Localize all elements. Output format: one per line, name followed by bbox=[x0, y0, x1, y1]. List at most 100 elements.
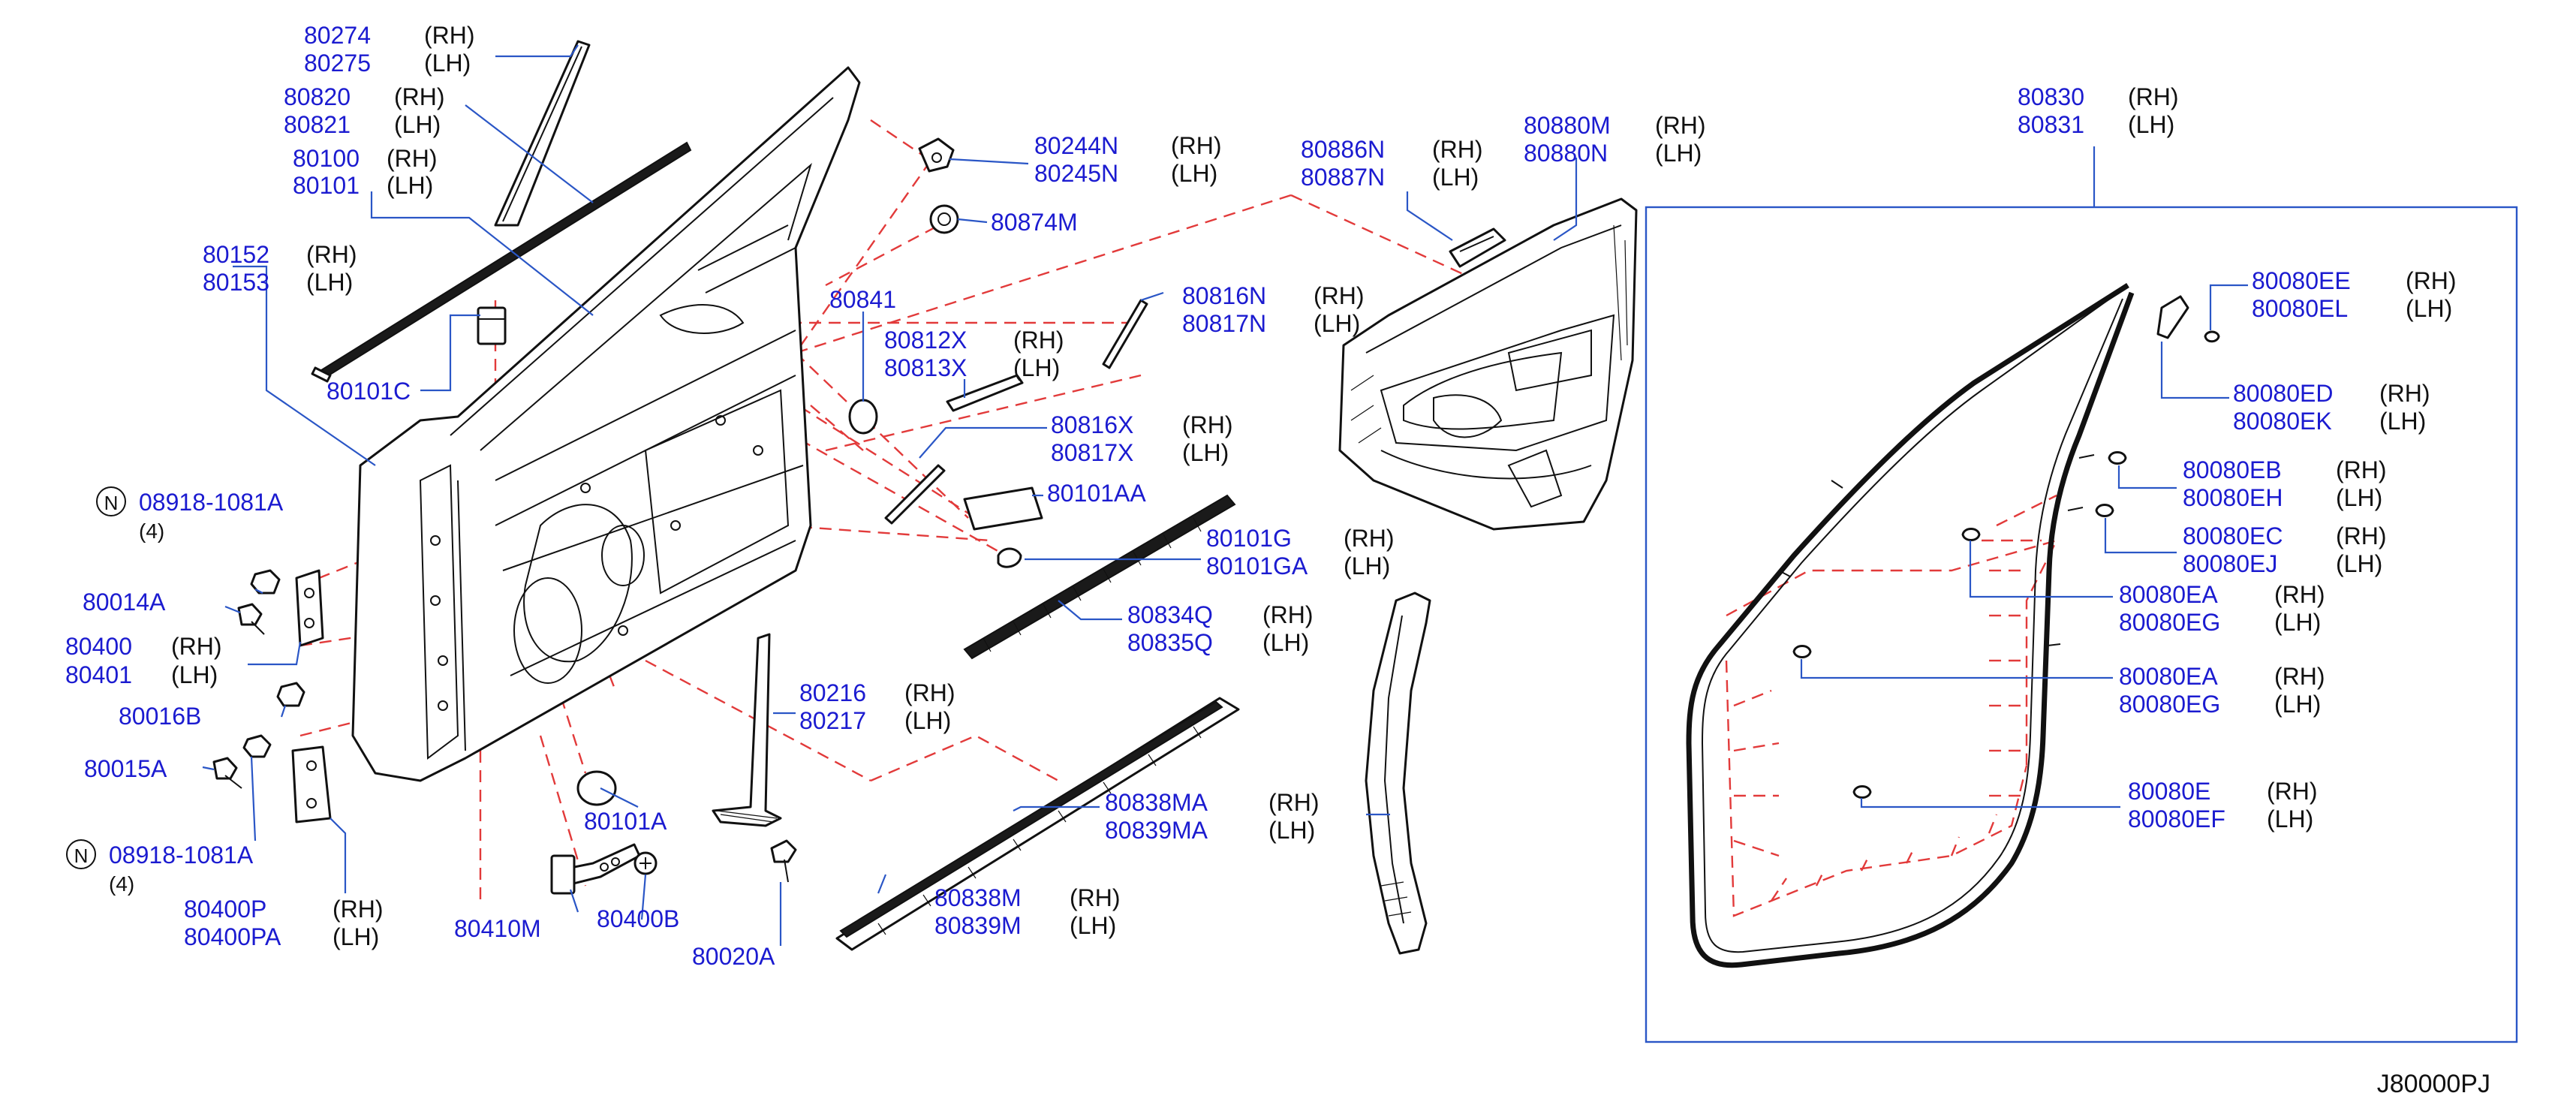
small-parts bbox=[212, 40, 1240, 951]
callout-80880N-pn: 80880N bbox=[1524, 140, 1608, 167]
callout-80400B-pn: 80400B bbox=[597, 905, 679, 932]
nut-badge-bottom-letter: N bbox=[74, 845, 89, 867]
callout-80101AA-pn: 80101AA bbox=[1047, 480, 1146, 507]
callout-80841-pn: 80841 bbox=[829, 286, 896, 313]
callout-80080EJ-side: (LH) bbox=[2336, 550, 2382, 577]
callout-80014A-pn: 80014A bbox=[83, 589, 166, 616]
callout-80080EE-pn: 80080EE bbox=[2252, 267, 2351, 294]
callout-80015A-pn: 80015A bbox=[84, 755, 167, 782]
callout-80080EB-pn: 80080EB bbox=[2183, 456, 2282, 483]
callout-80080E-side: (RH) bbox=[2267, 778, 2318, 805]
callout-08918-top-qty: (4) bbox=[139, 519, 164, 543]
callout-80274-pn: 80274 bbox=[304, 22, 371, 49]
callout-80834Q-side: (RH) bbox=[1262, 601, 1314, 628]
door-shell bbox=[351, 66, 861, 782]
diagram-code: J80000PJ bbox=[2377, 1070, 2490, 1098]
callout-80410M-pn: 80410M bbox=[454, 915, 541, 942]
callout-80886N-side: (RH) bbox=[1432, 136, 1483, 163]
callout-80153-pn: 80153 bbox=[203, 269, 269, 296]
callout-80080EE-side: (RH) bbox=[2406, 267, 2457, 294]
callout-80080EF-pn: 80080EF bbox=[2128, 805, 2225, 832]
door-trim-panel bbox=[1338, 197, 1638, 531]
callout-80838MA-side: (RH) bbox=[1268, 789, 1320, 816]
callout-80831-pn: 80831 bbox=[2018, 111, 2084, 138]
callout-08918-bottom-pn: 08918-1081A bbox=[109, 842, 254, 869]
callout-80401-pn: 80401 bbox=[65, 661, 132, 688]
callout-80839MA-side: (LH) bbox=[1268, 817, 1315, 844]
nut-badge-top-letter: N bbox=[104, 492, 119, 514]
callout-80813X-side: (LH) bbox=[1013, 354, 1060, 381]
nut-badge-bottom-icon bbox=[66, 839, 96, 869]
callout-80100-side: (RH) bbox=[387, 145, 438, 172]
callout-80080EA-1-pn: 80080EA bbox=[2119, 581, 2218, 608]
callout-80816N-pn: 80816N bbox=[1182, 282, 1266, 309]
callout-80880M-pn: 80880M bbox=[1524, 112, 1611, 139]
callout-80080EB-side: (RH) bbox=[2336, 456, 2387, 483]
callout-80816X-pn: 80816X bbox=[1051, 411, 1133, 438]
callout-80217-pn: 80217 bbox=[799, 707, 866, 734]
callout-80080EC-pn: 80080EC bbox=[2183, 522, 2283, 549]
callout-80839M-pn: 80839M bbox=[934, 912, 1022, 939]
callout-80080EF-side: (LH) bbox=[2267, 805, 2313, 832]
callout-80080EC-side: (RH) bbox=[2336, 522, 2387, 549]
callout-80274-side: (RH) bbox=[424, 22, 475, 49]
callout-80886N-pn: 80886N bbox=[1301, 136, 1385, 163]
weatherstrip-box bbox=[1645, 206, 2518, 1043]
callout-80080EH-side: (LH) bbox=[2336, 484, 2382, 511]
callout-80275-side: (LH) bbox=[424, 50, 471, 77]
callout-80834Q-pn: 80834Q bbox=[1127, 601, 1213, 628]
callout-80080EA-1-side: (RH) bbox=[2274, 581, 2325, 608]
callout-80080EK-side: (LH) bbox=[2379, 408, 2426, 435]
callout-80080EA-2-side: (RH) bbox=[2274, 663, 2325, 690]
callout-80216-pn: 80216 bbox=[799, 679, 866, 706]
callout-80812X-side: (RH) bbox=[1013, 327, 1064, 354]
callout-80152-pn: 80152 bbox=[203, 241, 269, 268]
callout-80838M-pn: 80838M bbox=[934, 884, 1022, 911]
callout-80887N-pn: 80887N bbox=[1301, 164, 1385, 191]
callout-80101-side: (LH) bbox=[387, 172, 433, 199]
callout-80216-side: (RH) bbox=[904, 679, 955, 706]
callout-80101A-pn: 80101A bbox=[584, 808, 667, 835]
callout-80820-side: (RH) bbox=[394, 83, 445, 110]
callout-80080EL-side: (LH) bbox=[2406, 295, 2452, 322]
callout-80816X-side: (RH) bbox=[1182, 411, 1233, 438]
callout-80080ED-pn: 80080ED bbox=[2233, 380, 2333, 407]
callout-80820-pn: 80820 bbox=[284, 83, 351, 110]
callout-80153-side: (LH) bbox=[306, 269, 353, 296]
callout-80101G-pn: 80101G bbox=[1206, 525, 1292, 552]
callout-80080EJ-pn: 80080EJ bbox=[2183, 550, 2277, 577]
callout-80080EA-2-pn: 80080EA bbox=[2119, 663, 2218, 690]
callout-80101-pn: 80101 bbox=[293, 172, 360, 199]
callout-80152-side: (RH) bbox=[306, 241, 357, 268]
callout-80821-side: (LH) bbox=[394, 111, 441, 138]
callout-80839M-side: (LH) bbox=[1070, 912, 1116, 939]
callout-80080EK-pn: 80080EK bbox=[2233, 408, 2332, 435]
callout-80880M-side: (RH) bbox=[1655, 112, 1706, 139]
callout-80080ED-side: (RH) bbox=[2379, 380, 2430, 407]
callout-80838M-side: (RH) bbox=[1070, 884, 1121, 911]
callout-08918-top-pn: 08918-1081A bbox=[139, 489, 284, 516]
callout-80244N-pn: 80244N bbox=[1034, 132, 1118, 159]
callout-80080EH-pn: 80080EH bbox=[2183, 484, 2283, 511]
callout-80831-side: (LH) bbox=[2128, 111, 2174, 138]
callout-80838MA-pn: 80838MA bbox=[1105, 789, 1208, 816]
callout-80817N-side: (LH) bbox=[1314, 310, 1360, 337]
nut-badge-top-icon bbox=[96, 486, 126, 516]
callout-80816N-side: (RH) bbox=[1314, 282, 1365, 309]
callout-80817N-pn: 80817N bbox=[1182, 310, 1266, 337]
callout-80821-pn: 80821 bbox=[284, 111, 351, 138]
callout-08918-bottom-qty: (4) bbox=[109, 872, 134, 896]
n-badges: N N bbox=[66, 486, 126, 869]
callout-80244N-side: (RH) bbox=[1171, 132, 1222, 159]
callout-80400P-pn: 80400P bbox=[184, 896, 266, 923]
callout-80080E-pn: 80080E bbox=[2128, 778, 2210, 805]
callout-80835Q-side: (LH) bbox=[1262, 629, 1309, 656]
callout-80080EG-1-side: (LH) bbox=[2274, 609, 2321, 636]
callout-80400-pn: 80400 bbox=[65, 633, 132, 660]
callout-80275-pn: 80275 bbox=[304, 50, 371, 77]
callout-80400-side: (RH) bbox=[171, 633, 222, 660]
callout-80830-pn: 80830 bbox=[2018, 83, 2084, 110]
callout-80080EG-2-pn: 80080EG bbox=[2119, 691, 2220, 718]
callout-80245N-side: (LH) bbox=[1171, 160, 1217, 187]
